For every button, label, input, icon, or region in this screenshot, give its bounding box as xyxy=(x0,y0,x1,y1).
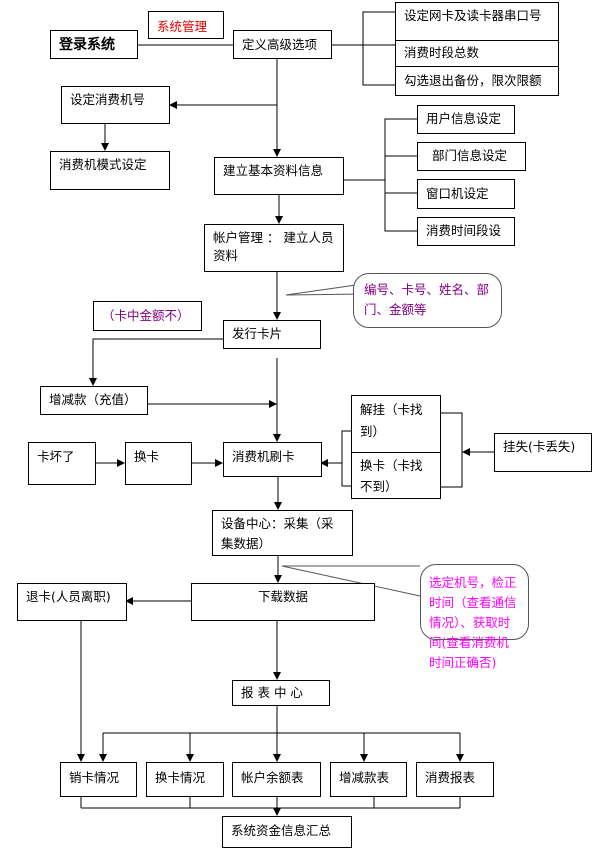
node-user-info: 用户信息设定 xyxy=(417,105,515,134)
node-return-card: 退卡(人员离职) xyxy=(17,583,127,621)
connector-right-bracket xyxy=(362,11,395,86)
node-balance-report: 帐户余额表 xyxy=(232,762,321,797)
connector-issue-recharge xyxy=(89,338,223,386)
node-swipe: 消费机刷卡 xyxy=(223,442,322,477)
node-recharge: 增减款（充值） xyxy=(40,386,148,415)
node-machine-mode: 消费机模式设定 xyxy=(50,151,170,190)
node-consume-report: 消费报表 xyxy=(416,762,494,797)
node-basic-info: 建立基本资料信息 xyxy=(214,157,344,195)
connector-loss-bracket xyxy=(440,412,463,488)
node-replace-report: 换卡情况 xyxy=(146,762,224,797)
connector-pair-bracket xyxy=(341,430,351,487)
node-login: 登录系统 xyxy=(50,30,138,59)
node-window-machine: 窗口机设定 xyxy=(417,179,515,209)
node-cancel-report: 销卡情况 xyxy=(60,762,137,797)
node-dept-info: 部门信息设定 xyxy=(417,142,526,171)
node-unlock-found: 解挂（卡找到） xyxy=(351,395,441,453)
node-backup-limit: 勾选退出备份，限次限额 xyxy=(395,66,559,96)
node-advanced-options: 定义高级选项 xyxy=(233,30,332,59)
node-set-machine-no: 设定消费机号 xyxy=(61,86,170,124)
node-card-broken: 卡坏了 xyxy=(28,442,96,485)
node-recharge-report: 增减款表 xyxy=(330,762,407,797)
node-time-period: 消费时间段设 xyxy=(417,217,515,246)
node-device-center: 设备中心：采集（采集数据） xyxy=(212,510,353,556)
callout-pointer-personnel xyxy=(285,282,371,296)
node-issue-card: 发行卡片 xyxy=(223,320,321,349)
system-management-label: 系统管理 xyxy=(148,11,224,39)
node-summary: 系统资金信息汇总 xyxy=(222,816,352,848)
callout-device-ops: 选定机号，检正时间（查看通信情况）、获取时间(查看消费机时间正确否) xyxy=(420,564,529,670)
node-period-total: 消费时段总数 xyxy=(395,40,559,67)
node-report-loss: 挂失(卡丢失) xyxy=(494,433,592,472)
node-netcard-port: 设定网卡及读卡器串口号 xyxy=(395,2,559,41)
connector-info-bracket xyxy=(384,118,417,232)
node-report-center: 报 表 中 心 xyxy=(232,680,330,706)
callout-personnel-fields: 编号、卡号、姓名、部门、金额等 xyxy=(353,273,502,328)
node-download: 下载数据 xyxy=(191,583,375,621)
node-account-mgmt: 帐户管理 ： 建立人员资料 xyxy=(204,224,344,272)
node-replace-card: 换卡 xyxy=(125,442,192,485)
node-replace-not-found: 换卡（卡找不到） xyxy=(351,452,441,499)
note-card-balance: （卡中金额不） xyxy=(93,301,202,331)
